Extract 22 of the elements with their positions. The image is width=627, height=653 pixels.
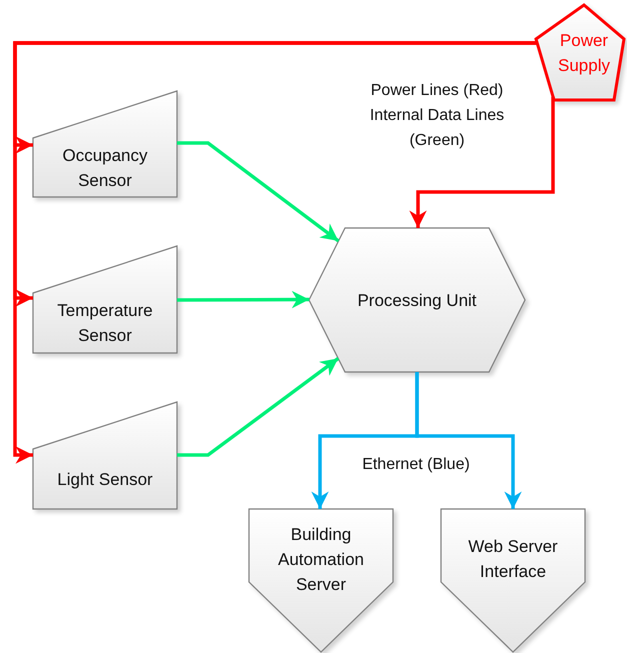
pentagon-node: [534, 5, 627, 102]
node-label: Processing Unit: [357, 290, 477, 312]
trapezoid-node: [33, 91, 177, 197]
trapezoid-node: [33, 402, 177, 509]
node-label: Web Server Interface: [467, 536, 559, 583]
node-label: Occupancy Sensor: [61, 145, 149, 192]
connector-arrow: [177, 290, 310, 308]
pentagon-node: [249, 509, 393, 652]
hexagon-node: [309, 228, 525, 372]
connector-arrow: [409, 96, 555, 228]
note-text: Ethernet (Blue): [361, 455, 471, 475]
pentagon-node: [441, 509, 585, 652]
connector-arrow: [177, 141, 340, 242]
trapezoid-node: [33, 246, 177, 353]
connector-arrow: [415, 372, 522, 509]
node-label: Building Automation Server: [277, 524, 365, 596]
node-label: Power Supply: [557, 30, 611, 77]
node-label: Temperature Sensor: [56, 300, 154, 347]
note-text: Power Lines (Red) Internal Data Lines (Green): [368, 81, 506, 151]
connector-arrow: [177, 357, 340, 457]
connector-arrow: [13, 41, 538, 464]
node-label: Light Sensor: [57, 468, 153, 490]
